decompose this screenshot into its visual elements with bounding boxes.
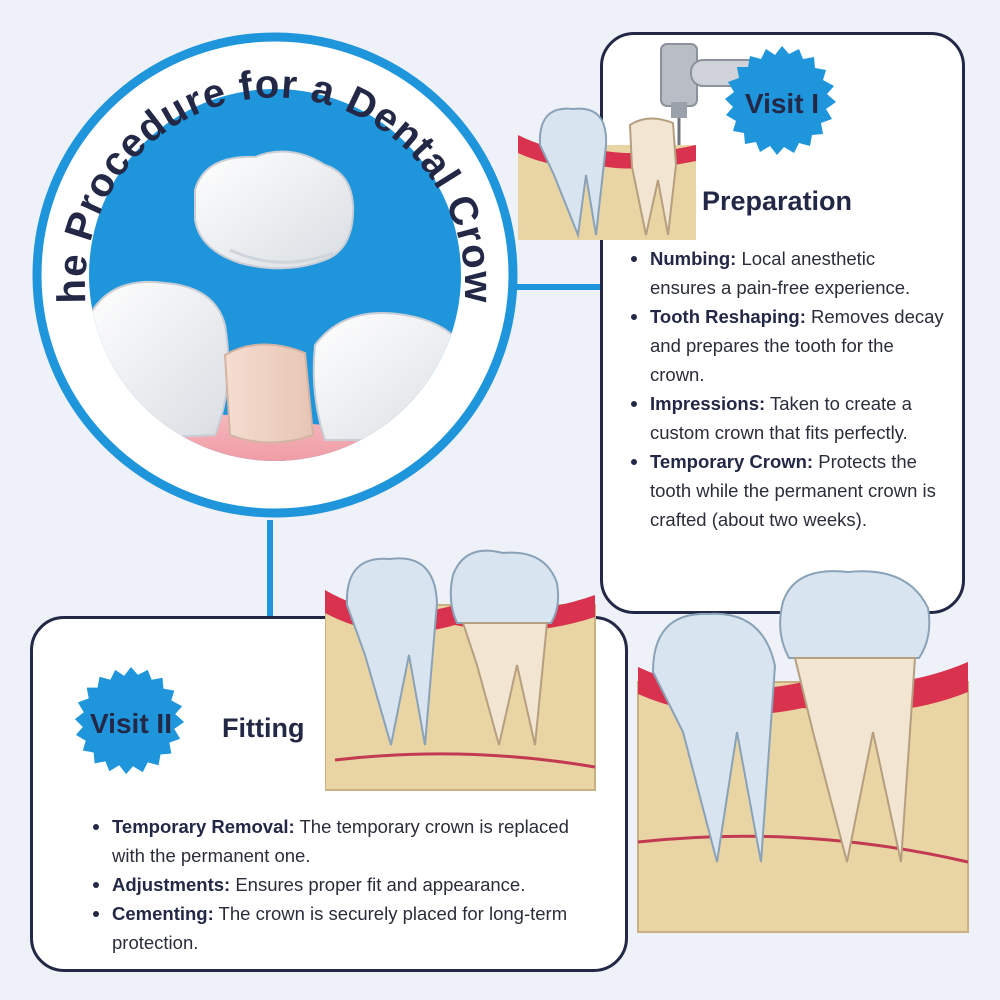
title-circle: The Procedure for a Dental Crown	[25, 25, 518, 518]
visit-1-heading: Preparation	[702, 186, 853, 216]
list-item: Numbing: Local anesthetic ensures a pain…	[628, 244, 946, 302]
list-item: Temporary Removal: The temporary crown i…	[90, 812, 600, 870]
list-item: Temporary Crown: Protects the tooth whil…	[628, 447, 946, 534]
list-item: Cementing: The crown is securely placed …	[90, 899, 600, 957]
visit-1-badge: Visit I	[722, 44, 842, 164]
connector-horizontal	[470, 284, 605, 290]
visit-2-heading: Fitting	[222, 713, 305, 743]
visit-2-badge: Visit II	[72, 665, 190, 783]
final-crown-illustration	[637, 570, 969, 933]
fitting-teeth-illustration	[325, 549, 596, 791]
list-item: Tooth Reshaping: Removes decay and prepa…	[628, 302, 946, 389]
visit-2-list: Temporary Removal: The temporary crown i…	[90, 812, 600, 957]
crown-icon	[194, 150, 355, 270]
list-item: Impressions: Taken to create a custom cr…	[628, 389, 946, 447]
visit-2-badge-label: Visit II	[90, 708, 172, 739]
list-item: Adjustments: Ensures proper fit and appe…	[90, 870, 600, 899]
prep-teeth-illustration	[518, 107, 696, 240]
visit-1-badge-label: Visit I	[744, 88, 820, 119]
visit-1-list: Numbing: Local anesthetic ensures a pain…	[628, 244, 946, 534]
connector-vertical	[267, 520, 273, 620]
